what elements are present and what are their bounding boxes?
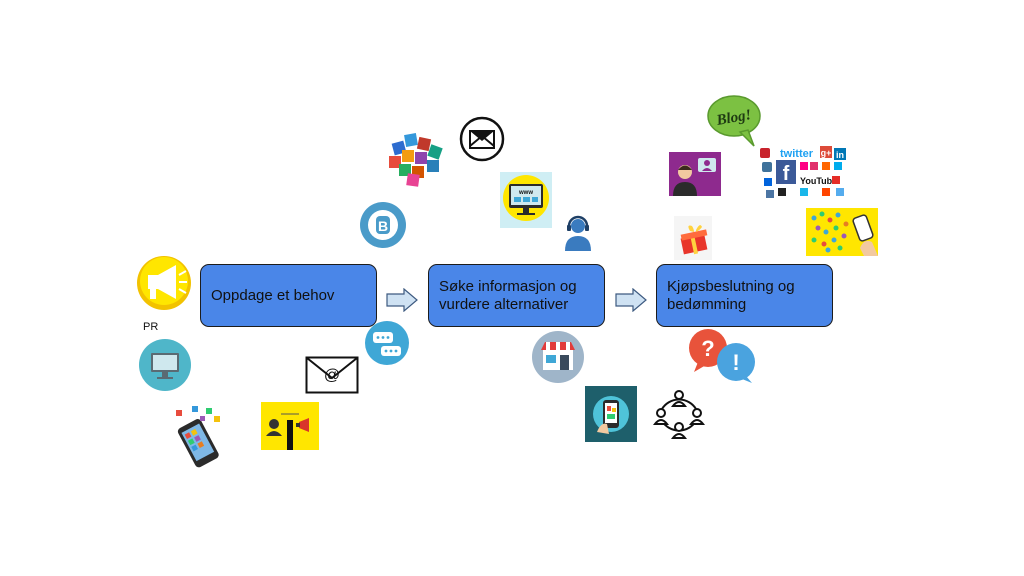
svg-text:f: f [783,163,790,185]
svg-text:@: @ [324,367,340,384]
flow-arrow-1 [386,288,418,312]
stage-box-search: Søke informasjon og vurdere alternativer [428,264,605,327]
email-at-icon: @ [305,356,359,394]
social-network-phone-icon [806,208,878,256]
svg-text:!: ! [732,350,739,375]
question-exclamation-icon: ? ! [689,329,755,383]
www-label: www [518,190,533,196]
store-icon [532,331,584,383]
stage-box-discover: Oppdage et behov [200,264,377,327]
pr-label: PR [143,321,159,333]
flow-arrow-2 [615,288,647,312]
svg-text:B: B [378,218,388,234]
envelope-circle-icon [459,116,505,162]
gift-icon [674,216,712,260]
social-media-logos-icon: twitter g+ in f YouTube [760,146,846,198]
stage-label: Kjøpsbeslutning og bedømming [667,277,795,313]
stage-box-decision: Kjøpsbeslutning og bedømming [656,264,833,327]
twitter-label: twitter [780,148,814,160]
svg-text:in: in [836,150,844,160]
stage-label: Oppdage et behov [211,286,335,304]
customer-support-icon [565,215,591,251]
blog-bubble-icon: Blog! [707,95,761,147]
presenter-icon [261,402,319,450]
monitor-icon [139,339,191,391]
smartphone-apps-icon [176,406,220,468]
blog-label: Blog! [714,107,752,129]
app-cubes-icon [389,133,443,187]
phone-shopping-icon [585,386,637,442]
blogger-icon: B [360,202,406,248]
youtube-label: YouTube [800,176,837,186]
megaphone-icon [137,256,191,310]
chat-bubbles-icon [365,321,409,365]
video-person-icon [669,152,721,196]
stage-label: Søke informasjon og vurdere alternativer [439,277,577,313]
svg-text:?: ? [701,336,714,361]
people-network-icon [652,390,706,439]
website-monitor-icon: www [500,172,552,228]
svg-text:g+: g+ [821,148,832,158]
